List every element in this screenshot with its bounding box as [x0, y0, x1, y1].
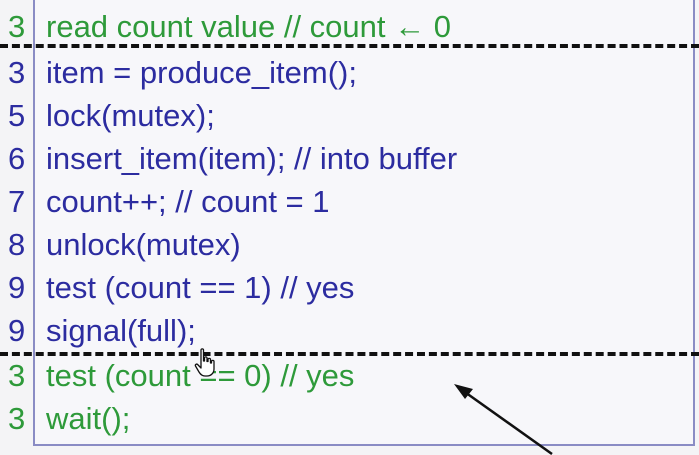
code-text: signal(full);	[46, 313, 196, 348]
line-number: 3	[8, 55, 26, 90]
line-number: 9	[8, 270, 26, 305]
hand-cursor-icon	[194, 348, 215, 377]
line-number: 3	[8, 358, 26, 393]
code-text: lock(mutex);	[46, 98, 215, 133]
code-text: test (count == 1) // yes	[46, 270, 355, 305]
code-text: test (count == 0) // yes	[46, 358, 355, 393]
dashed-divider-bottom	[0, 352, 699, 356]
code-text: count++; // count = 1	[46, 184, 330, 219]
annotation-arrow-icon	[454, 384, 553, 455]
code-text: item = produce_item();	[46, 55, 357, 90]
code-box	[33, 0, 695, 446]
line-number: 7	[8, 184, 26, 219]
line-number: 3	[8, 401, 26, 436]
code-text: insert_item(item); // into buffer	[46, 141, 458, 176]
line-number: 3	[8, 9, 26, 44]
code-text: unlock(mutex)	[46, 227, 241, 262]
code-text: wait();	[46, 401, 131, 436]
dashed-divider-top	[0, 44, 699, 48]
line-number: 5	[8, 98, 26, 133]
code-text: read count value // count ← 0	[46, 9, 451, 44]
line-number: 9	[8, 313, 26, 348]
line-number: 8	[8, 227, 26, 262]
line-number: 6	[8, 141, 26, 176]
